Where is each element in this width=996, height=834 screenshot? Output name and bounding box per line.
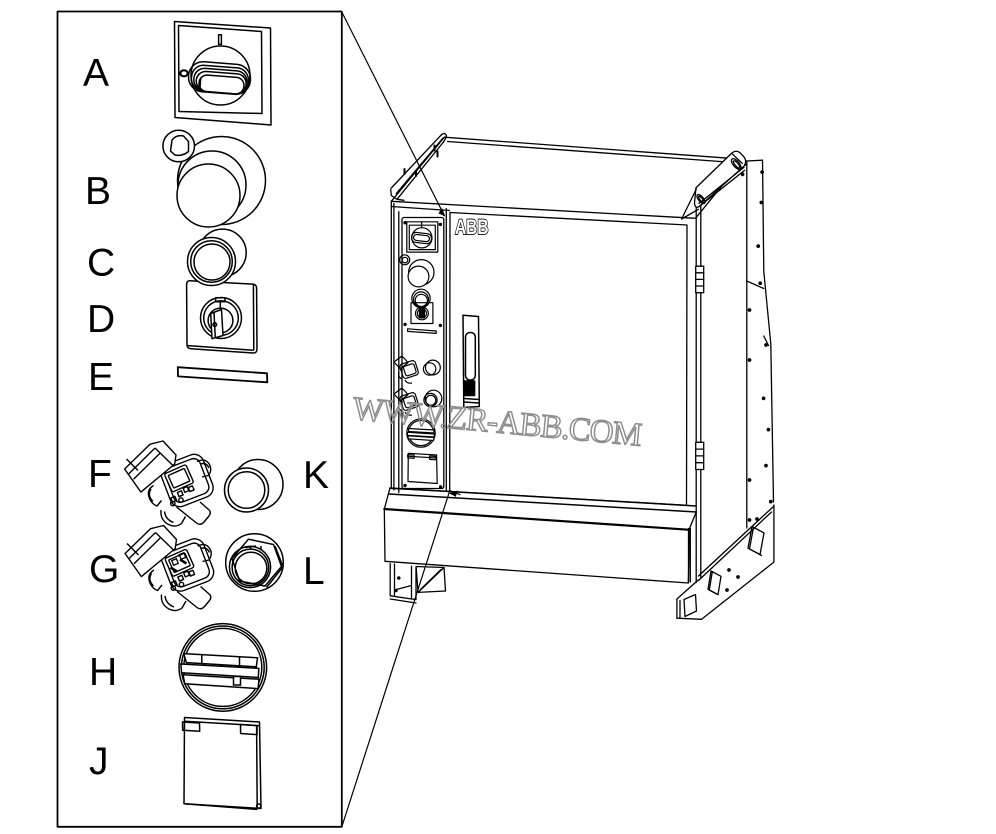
svg-text:K: K xyxy=(303,454,329,497)
svg-text:ABB: ABB xyxy=(455,215,489,239)
svg-text:C: C xyxy=(87,242,115,285)
svg-text:F: F xyxy=(88,453,112,496)
svg-text:L: L xyxy=(303,550,325,593)
svg-text:G: G xyxy=(89,548,119,591)
svg-text:D: D xyxy=(87,298,115,341)
svg-text:E: E xyxy=(88,356,114,399)
svg-text:B: B xyxy=(85,170,111,213)
svg-text:J: J xyxy=(89,740,109,783)
svg-text:A: A xyxy=(83,52,109,95)
svg-text:H: H xyxy=(89,651,117,694)
